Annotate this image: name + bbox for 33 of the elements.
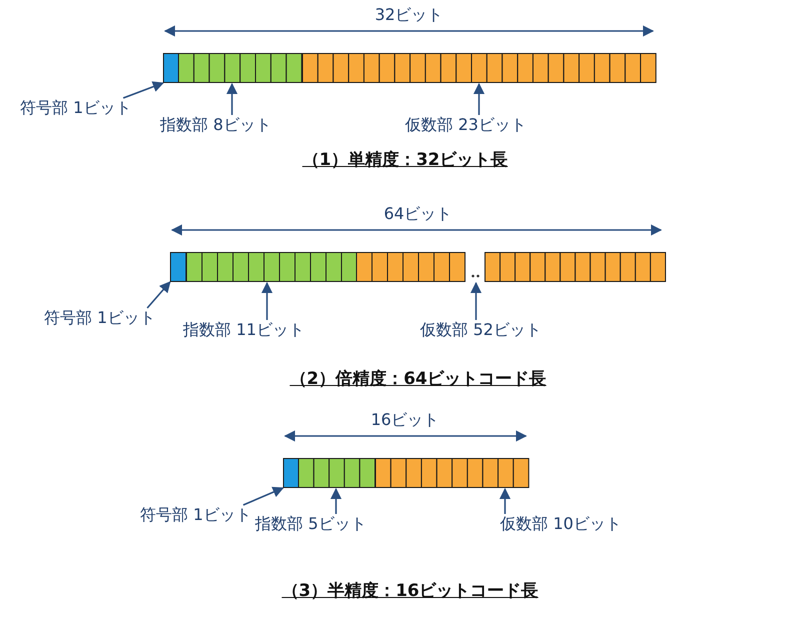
arrow bbox=[470, 282, 482, 320]
field-label: 指数部 5ビット bbox=[255, 514, 366, 534]
field-label: 指数部 8ビット bbox=[160, 115, 272, 135]
caption: （3）半精度：16ビットコード長 bbox=[282, 581, 538, 601]
exponent-field bbox=[178, 53, 302, 83]
sign-bit-cell bbox=[163, 53, 178, 83]
caption: （2）倍精度：64ビットコード長 bbox=[290, 369, 546, 389]
arrow bbox=[226, 82, 238, 115]
exponent-field bbox=[298, 458, 375, 488]
field-label: 符号部 1ビット bbox=[140, 505, 252, 525]
field-label: 仮数部 10ビット bbox=[500, 514, 622, 534]
field-label: 符号部 1ビット bbox=[20, 98, 132, 118]
sign-bit-cell bbox=[283, 458, 298, 488]
field-label: 指数部 11ビット bbox=[183, 320, 304, 340]
field-label: 符号部 1ビット bbox=[44, 308, 156, 328]
field-label: 仮数部 23ビット bbox=[405, 115, 526, 135]
exponent-field bbox=[186, 252, 356, 282]
arrow bbox=[122, 81, 164, 99]
mantissa-field bbox=[302, 53, 655, 83]
dimension-label: 16ビット bbox=[370, 410, 440, 430]
arrow bbox=[146, 281, 171, 309]
arrow bbox=[261, 282, 273, 320]
arrow bbox=[473, 82, 485, 115]
sign-bit-cell bbox=[170, 252, 186, 282]
dimension-label: 64ビット bbox=[384, 204, 452, 224]
mantissa-field bbox=[374, 458, 528, 488]
mantissa-field bbox=[356, 252, 665, 282]
caption: （1）単精度：32ビット長 bbox=[302, 150, 508, 170]
arrow bbox=[499, 488, 511, 514]
arrow bbox=[242, 486, 284, 506]
dimension-label: 32ビット bbox=[374, 5, 444, 25]
field-label: 仮数部 52ビット bbox=[420, 320, 542, 340]
arrow bbox=[330, 488, 342, 514]
